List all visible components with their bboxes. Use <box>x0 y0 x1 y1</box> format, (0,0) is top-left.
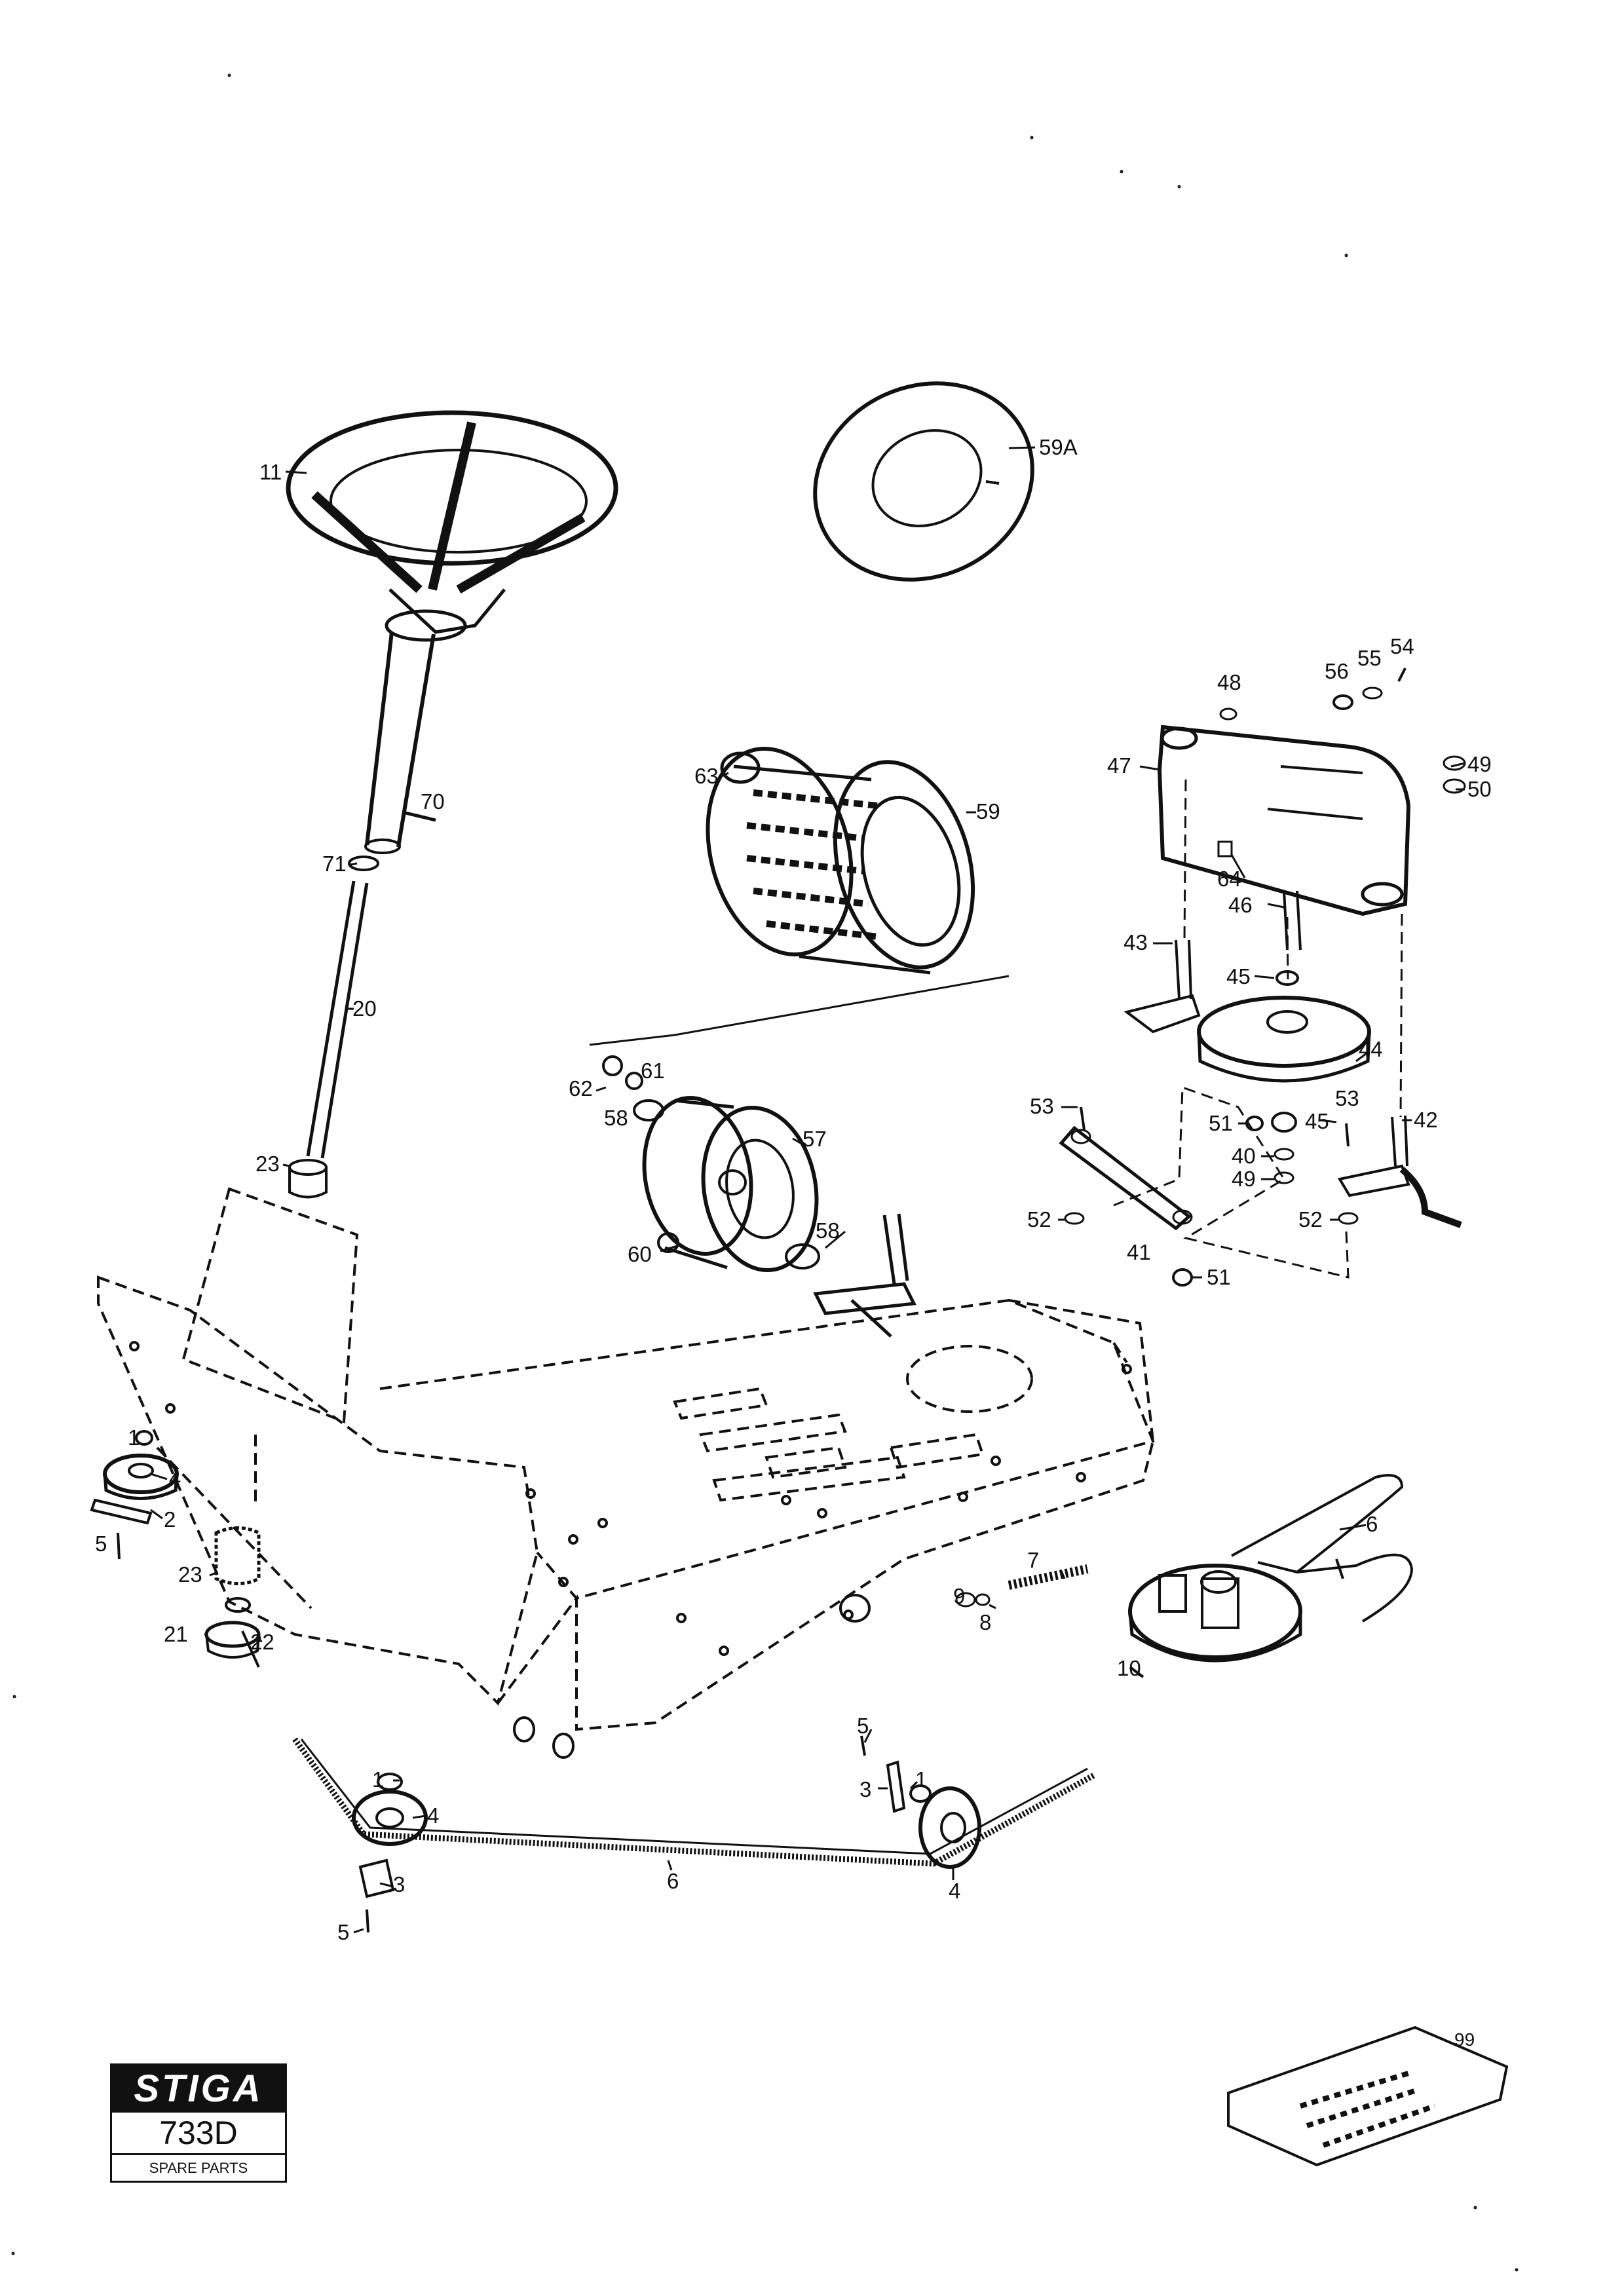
part-label: 54 <box>1390 634 1414 658</box>
steering-wheel-drawing <box>286 410 618 1199</box>
part-label: 58 <box>816 1218 840 1243</box>
part-label: 62 <box>569 1076 593 1101</box>
part-label: 10 <box>1117 1656 1141 1680</box>
frame-drawing <box>97 1187 1155 1731</box>
part-label: 61 <box>641 1059 665 1083</box>
variator-pulley-drawing <box>955 1474 1414 1678</box>
part-label: 53 <box>1030 1094 1054 1118</box>
part-label: 52 <box>1298 1207 1323 1232</box>
belt-drawing <box>292 1735 1096 1933</box>
part-label: 23 <box>255 1152 280 1176</box>
part-label: 1 <box>128 1425 140 1450</box>
part-label: 63 <box>694 764 719 788</box>
tire-drawing <box>589 747 1010 1046</box>
hardware-bag-drawing <box>1227 2025 1509 2167</box>
part-label: 59 <box>976 799 1000 823</box>
part-label: 64 <box>1217 867 1241 891</box>
part-label: 4 <box>169 1466 181 1490</box>
part-label: 51 <box>1209 1111 1233 1135</box>
part-label: 47 <box>1107 753 1131 778</box>
brand-mark: STIGA <box>112 2065 285 2113</box>
part-label: 8 <box>979 1610 992 1634</box>
part-label: 2 <box>164 1507 176 1532</box>
part-label: 44 <box>1359 1037 1383 1061</box>
spare-parts-caption: SPARE PARTS <box>149 2160 248 2176</box>
scan-specks <box>11 73 1519 2272</box>
part-label: 49 <box>1467 752 1492 776</box>
part-label: 59A <box>1039 435 1078 459</box>
part-label: 21 <box>164 1622 188 1646</box>
part-label: 55 <box>1357 646 1382 670</box>
part-label: 5 <box>337 1920 350 1944</box>
part-label: 43 <box>1124 930 1148 954</box>
part-label: 52 <box>1027 1207 1051 1232</box>
part-label: 56 <box>1325 659 1349 683</box>
part-label: 60 <box>628 1242 652 1266</box>
part-label: 3 <box>859 1777 872 1801</box>
part-label: 5 <box>95 1532 107 1556</box>
part-label: 45 <box>1305 1109 1329 1133</box>
part-label: 6 <box>667 1869 679 1893</box>
part-label: 99 <box>1454 2029 1475 2050</box>
model-number: 733D <box>112 2113 285 2155</box>
part-label: 1 <box>915 1767 928 1792</box>
leader-lines <box>150 446 1465 1934</box>
part-label: 9 <box>953 1584 966 1608</box>
part-label: 6 <box>1366 1512 1378 1536</box>
part-label: 4 <box>427 1803 440 1828</box>
part-label: 51 <box>1207 1265 1231 1289</box>
part-label: 46 <box>1228 893 1253 917</box>
part-label: 40 <box>1232 1144 1256 1168</box>
part-label: 1 <box>372 1767 385 1792</box>
part-label: 49 <box>1232 1167 1256 1191</box>
frame-holes <box>129 1341 1132 1759</box>
rim-drawing <box>602 1055 916 1338</box>
part-label: 23 <box>178 1562 202 1587</box>
part-label: 20 <box>352 996 377 1021</box>
left-pulley-drawing <box>90 1430 261 1668</box>
part-label: 5 <box>857 1714 869 1738</box>
part-label: 22 <box>250 1630 274 1654</box>
part-label: 41 <box>1127 1240 1151 1264</box>
part-label: 3 <box>393 1872 406 1896</box>
part-label: 11 <box>259 460 282 484</box>
part-label: 71 <box>322 852 347 876</box>
stiga-logo: STIGA 733D SPARE PARTS <box>110 2063 287 2183</box>
part-label: 70 <box>421 789 445 814</box>
part-label: 45 <box>1226 964 1251 988</box>
part-label: 42 <box>1414 1108 1438 1132</box>
part-label: 57 <box>803 1127 827 1151</box>
part-label: 53 <box>1335 1086 1359 1110</box>
part-label: 7 <box>1027 1548 1040 1572</box>
part-label: 4 <box>949 1879 961 1903</box>
tube-drawing <box>813 381 1034 582</box>
part-label: 48 <box>1217 670 1241 694</box>
part-label: 50 <box>1467 777 1492 801</box>
part-label: 58 <box>604 1106 628 1130</box>
